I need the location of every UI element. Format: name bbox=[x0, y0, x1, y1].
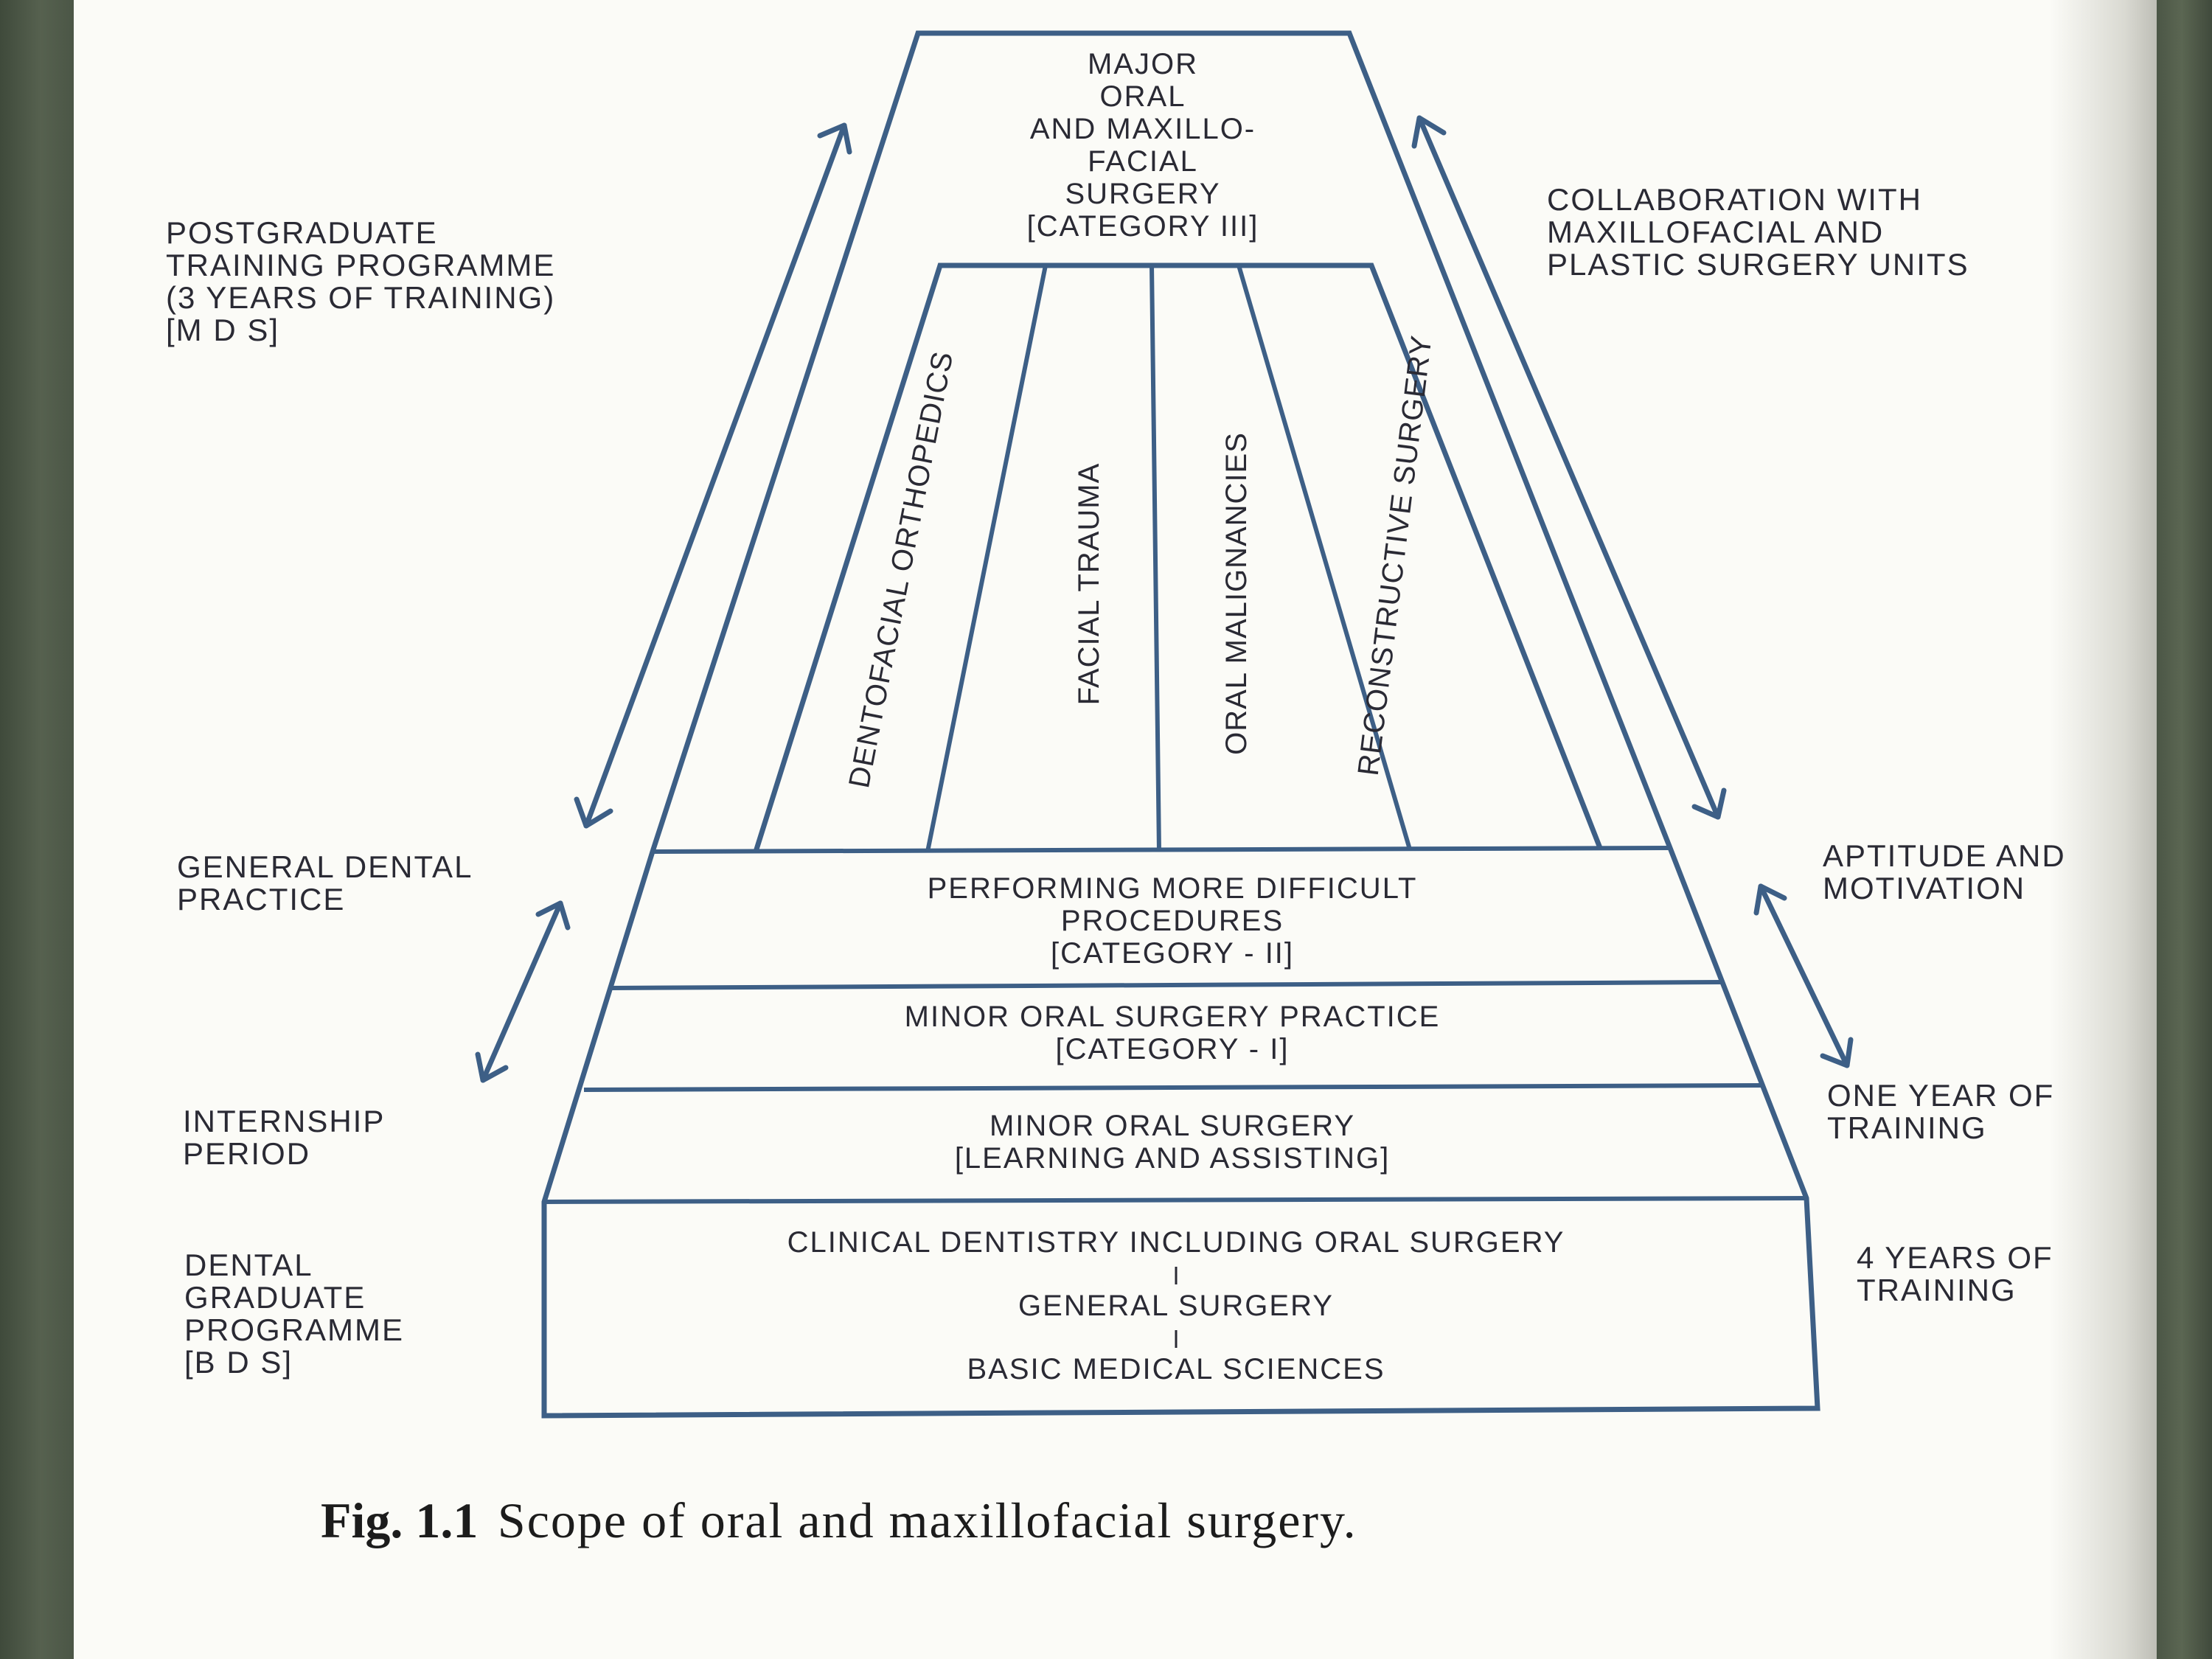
top-line-1: MAJOR bbox=[1088, 48, 1198, 80]
top-line-2: ORAL bbox=[1100, 80, 1186, 113]
book-page bbox=[74, 0, 2157, 1659]
postgraduate-line-4: [M D S] bbox=[166, 313, 279, 347]
internship-line-1: INTERNSHIP bbox=[183, 1104, 385, 1138]
divider-learning-top bbox=[583, 1083, 1763, 1092]
top-line-4: FACIAL bbox=[1088, 145, 1198, 178]
graduate-line-3: PROGRAMME bbox=[184, 1312, 404, 1347]
column-label-2: FACIAL TRAUMA bbox=[1073, 463, 1105, 706]
category2-line-2: PROCEDURES bbox=[1061, 905, 1284, 937]
one-year-line-2: TRAINING bbox=[1827, 1110, 1987, 1145]
aptitude-line-2: MOTIVATION bbox=[1823, 871, 2025, 905]
category2-line-1: PERFORMING MORE DIFFICULT bbox=[928, 872, 1418, 905]
figure-caption: Fig. 1.1 Scope of oral and maxillofacial… bbox=[321, 1492, 1357, 1548]
four-years-line-2: TRAINING bbox=[1857, 1273, 2017, 1307]
base-line-1: CLINICAL DENTISTRY INCLUDING ORAL SURGER… bbox=[787, 1226, 1565, 1259]
base-line-3: BASIC MEDICAL SCIENCES bbox=[967, 1353, 1385, 1385]
collaboration-line-3: PLASTIC SURGERY UNITS bbox=[1547, 247, 1969, 282]
top-line-3: AND MAXILLO- bbox=[1030, 113, 1256, 145]
collaboration-line-2: MAXILLOFACIAL AND bbox=[1547, 215, 1884, 249]
figure-caption-text: Scope of oral and maxillofacial surgery. bbox=[498, 1492, 1357, 1548]
category1-line-1: MINOR ORAL SURGERY PRACTICE bbox=[905, 1001, 1441, 1033]
column-divider-1 bbox=[925, 265, 1048, 852]
graduate-line-2: GRADUATE bbox=[184, 1280, 366, 1315]
general-practice-line-2: PRACTICE bbox=[177, 882, 345, 917]
base-line-2: GENERAL SURGERY bbox=[1018, 1290, 1334, 1322]
top-line-5: SURGERY bbox=[1065, 178, 1220, 210]
category2-line-3: [CATEGORY - II] bbox=[1051, 937, 1294, 970]
learning-line-2: [LEARNING AND ASSISTING] bbox=[955, 1142, 1390, 1175]
column-divider-2 bbox=[1150, 265, 1161, 852]
postgraduate-line-2: TRAINING PROGRAMME bbox=[166, 248, 555, 282]
column-label-4: RECONSTRUCTIVE SURGERY bbox=[1352, 333, 1439, 777]
column-label-1: DENTOFACIAL ORTHOPEDICS bbox=[843, 349, 959, 791]
column-divider-3 bbox=[1237, 265, 1412, 850]
column-label-3: ORAL MALIGNANCIES bbox=[1220, 432, 1253, 755]
graduate-line-1: DENTAL bbox=[184, 1248, 313, 1282]
category1-line-2: [CATEGORY - I] bbox=[1056, 1033, 1290, 1065]
right-backdrop bbox=[2157, 0, 2212, 1659]
one-year-line-1: ONE YEAR OF bbox=[1827, 1078, 2054, 1113]
pyramid-outline bbox=[541, 30, 1820, 1419]
learning-line-1: MINOR ORAL SURGERY bbox=[990, 1110, 1355, 1142]
postgraduate-double-arrow bbox=[574, 122, 852, 829]
divider-category-1-top bbox=[610, 980, 1725, 990]
top-line-6: [CATEGORY III] bbox=[1027, 210, 1259, 243]
graduate-line-4: [B D S] bbox=[184, 1345, 293, 1380]
aptitude-double-arrow bbox=[1753, 883, 1854, 1068]
columns-outline bbox=[753, 262, 1603, 853]
collaboration-double-arrow bbox=[1411, 115, 1727, 820]
general-practice-line-1: GENERAL DENTAL bbox=[177, 849, 473, 884]
figure-caption-label: Fig. 1.1 bbox=[321, 1492, 478, 1548]
aptitude-line-1: APTITUDE AND bbox=[1823, 838, 2066, 873]
left-backdrop bbox=[0, 0, 74, 1659]
four-years-line-1: 4 YEARS OF bbox=[1857, 1240, 2053, 1275]
internship-line-2: PERIOD bbox=[183, 1136, 310, 1171]
general-practice-double-arrow bbox=[475, 900, 571, 1083]
page-edge-shadow bbox=[2050, 0, 2157, 1659]
divider-category-2-top bbox=[652, 846, 1671, 854]
collaboration-line-1: COLLABORATION WITH bbox=[1547, 182, 1922, 217]
divider-base-top bbox=[543, 1196, 1807, 1204]
postgraduate-line-3: (3 YEARS OF TRAINING) bbox=[166, 280, 555, 315]
postgraduate-line-1: POSTGRADUATE bbox=[166, 215, 438, 250]
